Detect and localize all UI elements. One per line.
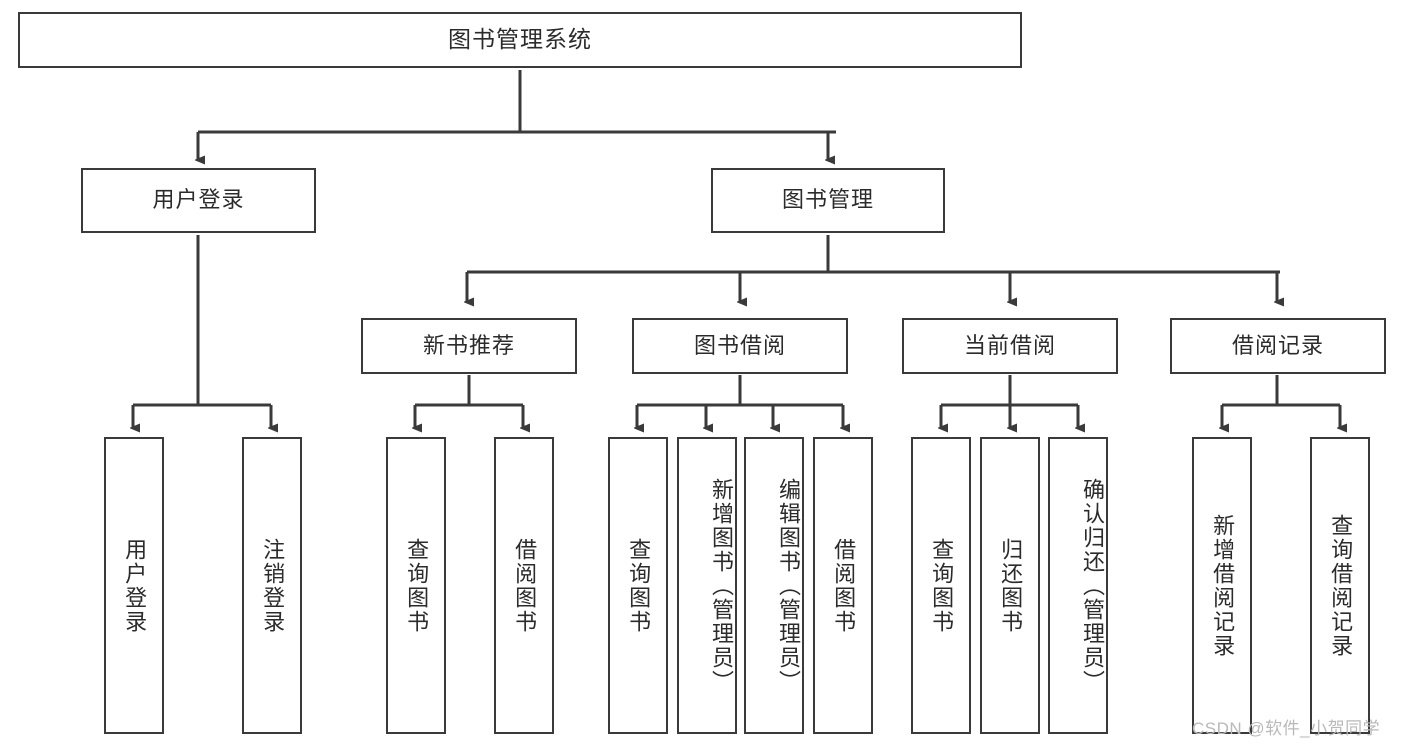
leaf-return-book[interactable]: 归还图书	[980, 437, 1040, 734]
leaf-add-book-admin[interactable]: 新增图书（管理员）	[677, 437, 737, 734]
leaf-logout[interactable]: 注销登录	[242, 437, 302, 734]
leaf-borrow-book[interactable]: 借阅图书	[813, 437, 873, 734]
node-label: 用户登录	[152, 187, 245, 213]
node-borrow-record[interactable]: 借阅记录	[1170, 318, 1386, 374]
node-root-book-management-system[interactable]: 图书管理系统	[18, 12, 1022, 68]
leaf-query-book-borrow[interactable]: 查询图书	[608, 437, 668, 734]
node-label: 归还图书	[998, 537, 1024, 634]
node-label: 查询图书	[404, 537, 430, 634]
node-label: 图书管理系统	[448, 26, 592, 53]
node-user-login[interactable]: 用户登录	[81, 168, 316, 233]
node-label: 查询图书	[626, 537, 652, 634]
node-label: 用户登录	[122, 537, 148, 634]
node-label: 借阅图书	[831, 537, 857, 634]
leaf-query-borrow-record[interactable]: 查询借阅记录	[1310, 437, 1370, 734]
leaf-query-book-current[interactable]: 查询图书	[911, 437, 971, 734]
watermark-csdn: CSDN @软件_小贺同学	[1192, 719, 1381, 738]
node-label: 注销登录	[260, 537, 286, 634]
node-label: 新增图书（管理员）	[709, 477, 734, 694]
node-label: 借阅图书	[512, 537, 538, 634]
leaf-edit-book-admin[interactable]: 编辑图书（管理员）	[744, 437, 804, 734]
leaf-query-book-recommend[interactable]: 查询图书	[386, 437, 446, 734]
node-label: 确认归还（管理员）	[1080, 477, 1105, 694]
leaf-add-borrow-record[interactable]: 新增借阅记录	[1192, 437, 1252, 734]
node-label: 新书推荐	[422, 332, 515, 358]
leaf-borrow-book-recommend[interactable]: 借阅图书	[494, 437, 554, 734]
node-label: 图书管理	[781, 187, 874, 213]
node-label: 编辑图书（管理员）	[776, 477, 801, 694]
node-book-management[interactable]: 图书管理	[711, 168, 945, 233]
node-label: 借阅记录	[1231, 332, 1324, 358]
node-current-borrow[interactable]: 当前借阅	[902, 318, 1118, 374]
leaf-confirm-return-admin[interactable]: 确认归还（管理员）	[1048, 437, 1108, 734]
node-label: 查询图书	[929, 537, 955, 634]
node-book-borrow[interactable]: 图书借阅	[632, 318, 848, 374]
node-new-book-recommend[interactable]: 新书推荐	[361, 318, 577, 374]
node-label: 图书借阅	[693, 332, 786, 358]
node-label: 查询借阅记录	[1328, 513, 1354, 658]
node-label: 新增借阅记录	[1210, 513, 1236, 658]
leaf-user-login[interactable]: 用户登录	[104, 437, 164, 734]
node-label: 当前借阅	[963, 332, 1056, 358]
